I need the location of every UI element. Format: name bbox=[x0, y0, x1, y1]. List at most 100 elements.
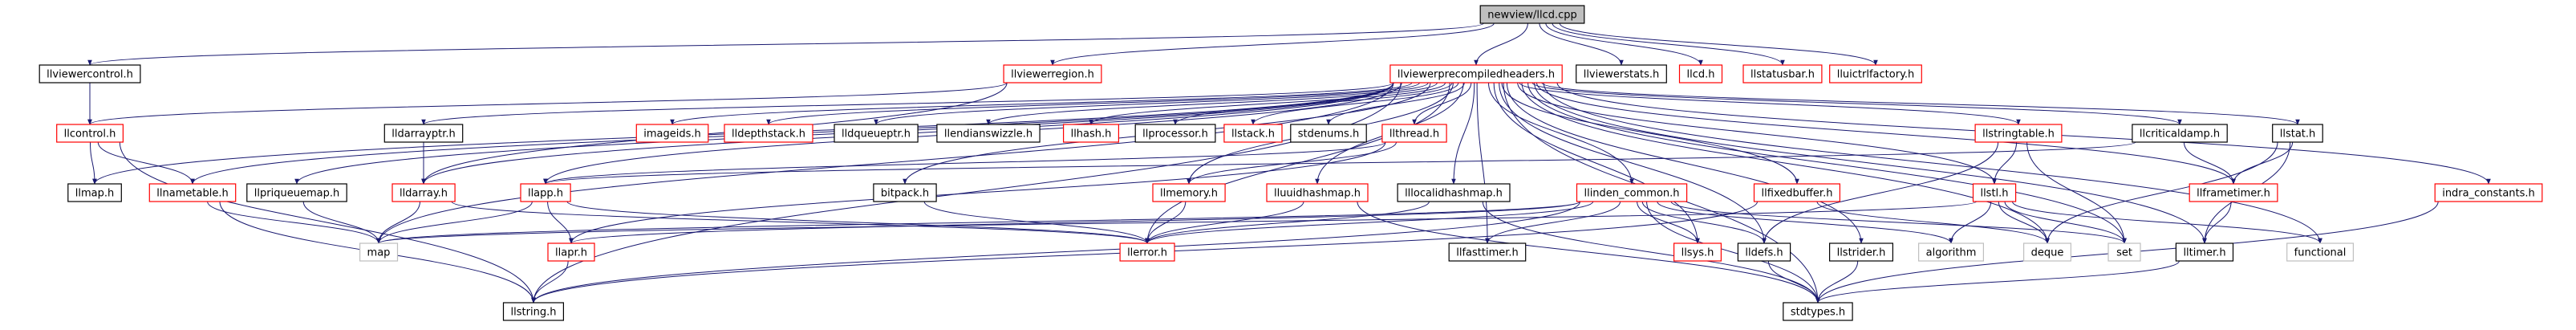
edge-llviewerregion-h-to-llcontrol-h bbox=[87, 82, 1008, 125]
node-box bbox=[1266, 183, 1369, 202]
node-llpriqueuemap-h[interactable]: llpriqueuemap.h bbox=[246, 183, 347, 202]
edge-llviewerprecompiledheaders-h-to-llstringtable-h bbox=[1519, 82, 2021, 125]
node-imageids-h[interactable]: imageids.h bbox=[635, 124, 709, 143]
edge-llinden-common-h-to-llstring-h bbox=[531, 201, 1580, 304]
node-llcriticaldamp-h[interactable]: llcriticaldamp.h bbox=[2132, 124, 2228, 143]
edge-llviewerprecompiledheaders-h-to-deque bbox=[1521, 82, 2050, 244]
node-lldefs-h[interactable]: lldefs.h bbox=[1737, 242, 1791, 262]
node-label: newview/llcd.cpp bbox=[1487, 10, 1577, 22]
node-label: llstrider.h bbox=[1837, 247, 1886, 259]
node-stdenums-h[interactable]: stdenums.h bbox=[1290, 124, 1367, 143]
node-box bbox=[56, 124, 124, 143]
node-box bbox=[1678, 64, 1723, 84]
edge-llstl-h-to-set bbox=[2004, 201, 2127, 244]
node-llmap-h[interactable]: llmap.h bbox=[67, 183, 122, 202]
node-lluuidhashmap-h[interactable]: lluuidhashmap.h bbox=[1266, 183, 1369, 202]
node-label: lldefs.h bbox=[1745, 247, 1783, 259]
node-llhash-h[interactable]: llhash.h bbox=[1062, 124, 1119, 143]
node-llsys-h[interactable]: llsys.h bbox=[1673, 242, 1722, 262]
node-box bbox=[502, 302, 565, 321]
node-llmemory-h[interactable]: llmemory.h bbox=[1152, 183, 1226, 202]
node-box bbox=[1742, 64, 1823, 84]
node-indra-constants-h[interactable]: indra_constants.h bbox=[2434, 183, 2543, 202]
node-label: llstack.h bbox=[1231, 128, 1275, 141]
node-llstring-h[interactable]: llstring.h bbox=[502, 302, 565, 321]
node-functional[interactable]: functional bbox=[2286, 242, 2354, 262]
edge-llapr-h-to-llstring-h bbox=[531, 260, 569, 304]
node-label: deque bbox=[2031, 247, 2064, 259]
edge-llstringtable-h-to-lldefs-h bbox=[1762, 141, 1999, 244]
node-algorithm[interactable]: algorithm bbox=[1918, 242, 1985, 262]
node-llinden-common-h[interactable]: llinden_common.h bbox=[1576, 183, 1688, 202]
node-llapr-h[interactable]: llapr.h bbox=[547, 242, 595, 262]
node-bitpack-h[interactable]: bitpack.h bbox=[873, 183, 937, 202]
node-box bbox=[1290, 124, 1367, 143]
node-newview-llcd-cpp[interactable]: newview/llcd.cpp bbox=[1479, 5, 1585, 24]
edge-llinden-common-h-to-algorithm bbox=[1657, 201, 1953, 244]
node-label: llstl.h bbox=[1980, 188, 2008, 200]
edge-lldarray-h-to-llerror-h bbox=[451, 201, 1150, 244]
node-stdtypes-h[interactable]: stdtypes.h bbox=[1783, 302, 1853, 321]
node-lldarray-h[interactable]: lldarray.h bbox=[391, 183, 456, 202]
node-box bbox=[1223, 124, 1283, 143]
node-llviewerstats-h[interactable]: llviewerstats.h bbox=[1576, 64, 1667, 84]
node-llstack-h[interactable]: llstack.h bbox=[1223, 124, 1283, 143]
node-llnametable-h[interactable]: llnametable.h bbox=[148, 183, 237, 202]
node-box bbox=[1673, 242, 1722, 262]
node-llviewerprecompiledheaders-h[interactable]: llviewerprecompiledheaders.h bbox=[1389, 64, 1563, 84]
node-llstatusbar-h[interactable]: llstatusbar.h bbox=[1742, 64, 1823, 84]
node-llstrider-h[interactable]: llstrider.h bbox=[1829, 242, 1894, 262]
node-label: stdtypes.h bbox=[1791, 307, 1845, 319]
edge-newview-llcd-cpp-to-lluictrlfactory-h bbox=[1559, 22, 1878, 66]
node-llviewerregion-h[interactable]: llviewerregion.h bbox=[1003, 64, 1102, 84]
edge-llviewerprecompiledheaders-h-to-llframetimer-h bbox=[1536, 82, 2236, 185]
edge-llviewerprecompiledheaders-h-to-llstl-h bbox=[1517, 82, 1997, 185]
node-label: lluuidhashmap.h bbox=[1274, 188, 1361, 200]
edge-llinden-common-h-to-llerror-h bbox=[1145, 201, 1594, 244]
node-label: llstat.h bbox=[2280, 128, 2316, 141]
node-label: indra_constants.h bbox=[2442, 188, 2535, 200]
node-lldepthstack-h[interactable]: lldepthstack.h bbox=[724, 124, 813, 143]
edge-lltimer-h-to-stdtypes-h bbox=[1815, 260, 2180, 304]
node-llcontrol-h[interactable]: llcontrol.h bbox=[56, 124, 124, 143]
node-box bbox=[1152, 183, 1226, 202]
edge-llthread-h-to-llapr-h bbox=[569, 141, 1386, 244]
edge-llviewerprecompiledheaders-h-to-imageids-h bbox=[670, 82, 1413, 125]
node-set[interactable]: set bbox=[2107, 242, 2141, 262]
node-llapp-h[interactable]: llapp.h bbox=[520, 183, 571, 202]
node-llthread-h[interactable]: llthread.h bbox=[1381, 124, 1447, 143]
node-box bbox=[1972, 183, 2017, 202]
node-label: llstring.h bbox=[511, 307, 557, 319]
node-llviewercontrol-h[interactable]: llviewercontrol.h bbox=[39, 64, 141, 84]
edge-llstat-h-to-deque bbox=[2045, 141, 2278, 244]
edge-llinden-common-h-to-set bbox=[1670, 201, 2127, 244]
node-llstl-h[interactable]: llstl.h bbox=[1972, 183, 2017, 202]
node-label: llcontrol.h bbox=[64, 128, 116, 141]
node-llprocessor-h[interactable]: llprocessor.h bbox=[1134, 124, 1216, 143]
node-box bbox=[2286, 242, 2354, 262]
edge-llnametable-h-to-map bbox=[207, 201, 381, 244]
node-lllocalidhashmap-h[interactable]: lllocalidhashmap.h bbox=[1397, 183, 1511, 202]
edge-llviewerprecompiledheaders-h-to-llstat-h bbox=[1541, 82, 2300, 125]
node-llcd-h[interactable]: llcd.h bbox=[1678, 64, 1723, 84]
node-llframetimer-h[interactable]: llframetimer.h bbox=[2189, 183, 2278, 202]
node-lldarrayptr-h[interactable]: lldarrayptr.h bbox=[383, 124, 464, 143]
node-label: functional bbox=[2294, 247, 2347, 259]
node-label: llcriticaldamp.h bbox=[2140, 128, 2220, 141]
node-deque[interactable]: deque bbox=[2023, 242, 2072, 262]
node-box bbox=[1119, 242, 1175, 262]
edge-newview-llcd-cpp-to-llviewerprecompiledheaders-h bbox=[1474, 22, 1528, 66]
node-box bbox=[359, 242, 399, 262]
node-llfasttimer-h[interactable]: llfasttimer.h bbox=[1448, 242, 1527, 262]
node-lldqueueptr-h[interactable]: lldqueueptr.h bbox=[834, 124, 919, 143]
node-llfixedbuffer-h[interactable]: llfixedbuffer.h bbox=[1753, 183, 1841, 202]
node-llendianswizzle-h[interactable]: llendianswizzle.h bbox=[936, 124, 1041, 143]
edge-llviewerprecompiledheaders-h-to-llcriticaldamp-h bbox=[1531, 82, 2182, 125]
node-map[interactable]: map bbox=[359, 242, 399, 262]
edge-llinden-common-h-to-llsys-h bbox=[1637, 201, 1700, 244]
node-llstat-h[interactable]: llstat.h bbox=[2272, 124, 2323, 143]
node-llstringtable-h[interactable]: llstringtable.h bbox=[1974, 124, 2063, 143]
node-lltimer-h[interactable]: lltimer.h bbox=[2175, 242, 2234, 262]
node-llerror-h[interactable]: llerror.h bbox=[1119, 242, 1175, 262]
node-lluictrlfactory-h[interactable]: lluictrlfactory.h bbox=[1829, 64, 1922, 84]
